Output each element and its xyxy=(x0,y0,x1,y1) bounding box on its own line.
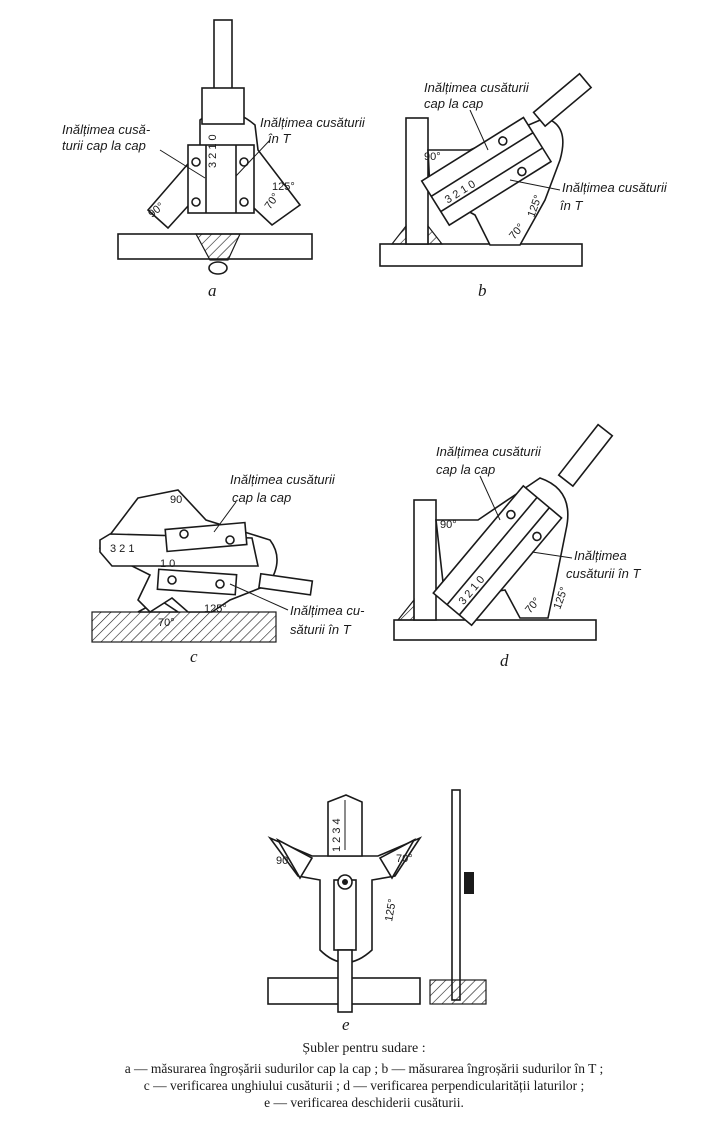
angle-70-label: 70° xyxy=(396,853,413,865)
label-t-line2: cusăturii în T xyxy=(566,566,641,581)
slide-rod xyxy=(532,72,593,128)
label-butt-line2: cap la cap xyxy=(424,96,483,111)
side-view-plate xyxy=(429,979,487,1005)
angle-90-label: 90° xyxy=(440,519,457,531)
fillet-weld xyxy=(396,598,415,621)
figure-a: 3 2 1 0 90° 70° 125° Inălțimea cusă- tur… xyxy=(62,19,366,300)
caption-line: a — măsurarea îngroșării sudurilor cap l… xyxy=(124,1061,604,1076)
angle-90-label: 90° xyxy=(424,151,441,163)
sliding-scale: 3 2 1 0 xyxy=(432,484,563,627)
figure-letter: a xyxy=(208,281,217,300)
scale-small-digits: 1 0 xyxy=(160,558,175,570)
figure-letter: e xyxy=(342,1015,350,1034)
label-t-line2: în T xyxy=(560,198,583,213)
angle-125-label: 125° xyxy=(204,603,227,615)
sliding-scale: 3 2 1 0 xyxy=(420,116,553,227)
label-butt-line1: Inălțimea cusă- xyxy=(62,122,151,137)
label-t-line1: Inălțimea xyxy=(574,548,627,563)
label-t-line2: în T xyxy=(268,131,291,146)
label-butt-line2: cap la cap xyxy=(436,462,495,477)
caption-line: c — verificarea unghiului cusăturii ; d … xyxy=(143,1078,585,1093)
weld-root xyxy=(208,261,228,275)
base-plate xyxy=(393,619,597,641)
label-butt-line1: Inălțimea cusăturii xyxy=(230,472,336,487)
label-t-line1: Inălțimea cusăturii xyxy=(562,180,668,195)
center-slot xyxy=(333,879,357,951)
scale-digits: 3 2 1 xyxy=(110,543,134,555)
base-plate xyxy=(91,611,277,643)
figure-letter: b xyxy=(478,281,487,300)
figure-e: 1 2 3 4 90 70° 125° e xyxy=(267,789,487,1034)
rod-holder xyxy=(201,87,245,125)
weld-bead xyxy=(194,233,241,261)
label-butt-line1: Inălțimea cusăturii xyxy=(424,80,530,95)
label-t-line1: Inălțimea cu- xyxy=(290,603,365,618)
figure-b: 3 2 1 0 90° 70° 125° Inălțimea cusăturii… xyxy=(379,72,668,300)
figure-letter: d xyxy=(500,651,509,670)
figure-d: 3 2 1 0 90° 70° 125° Inălțimea cusăturii… xyxy=(393,423,641,670)
caption-line: e — verificarea deschiderii cusăturii. xyxy=(264,1095,464,1110)
t-jaw xyxy=(156,568,238,596)
label-butt-line1: Inălțimea cusăturii xyxy=(436,444,542,459)
base-plate xyxy=(379,243,583,267)
angle-125-label: 125° xyxy=(272,181,295,193)
label-t-line1: Inălțimea cusăturii xyxy=(260,115,366,130)
label-butt-line2: turii cap la cap xyxy=(62,138,146,153)
fillet-weld xyxy=(427,224,444,245)
side-view-screw xyxy=(464,872,474,894)
scale-digits: 3 2 1 0 xyxy=(207,134,219,168)
fillet-weld xyxy=(390,224,407,245)
angle-70-label: 70° xyxy=(158,617,175,629)
scale-digits: 1 2 3 4 xyxy=(331,818,343,852)
slide-rod xyxy=(213,19,233,91)
slide-rod xyxy=(557,423,614,488)
measuring-tip xyxy=(337,949,353,1013)
figure-c: 3 2 1 1 0 90 70° 125° Inălțimea cusături… xyxy=(91,472,365,666)
side-view-gauge xyxy=(451,789,461,1001)
angle-125-label: 125° xyxy=(383,898,399,923)
label-t-line2: săturii în T xyxy=(290,622,352,637)
figure-caption: Șubler pentru sudare : a — măsurarea îng… xyxy=(0,1040,728,1111)
figure-letter: c xyxy=(190,647,198,666)
caption-title: Șubler pentru sudare : xyxy=(302,1041,426,1056)
label-butt-line2: cap la cap xyxy=(232,490,291,505)
vertical-plate xyxy=(413,499,437,621)
angle-90-label: 90 xyxy=(170,494,182,506)
slide-rod xyxy=(258,572,314,596)
angle-90-label: 90 xyxy=(276,855,288,867)
